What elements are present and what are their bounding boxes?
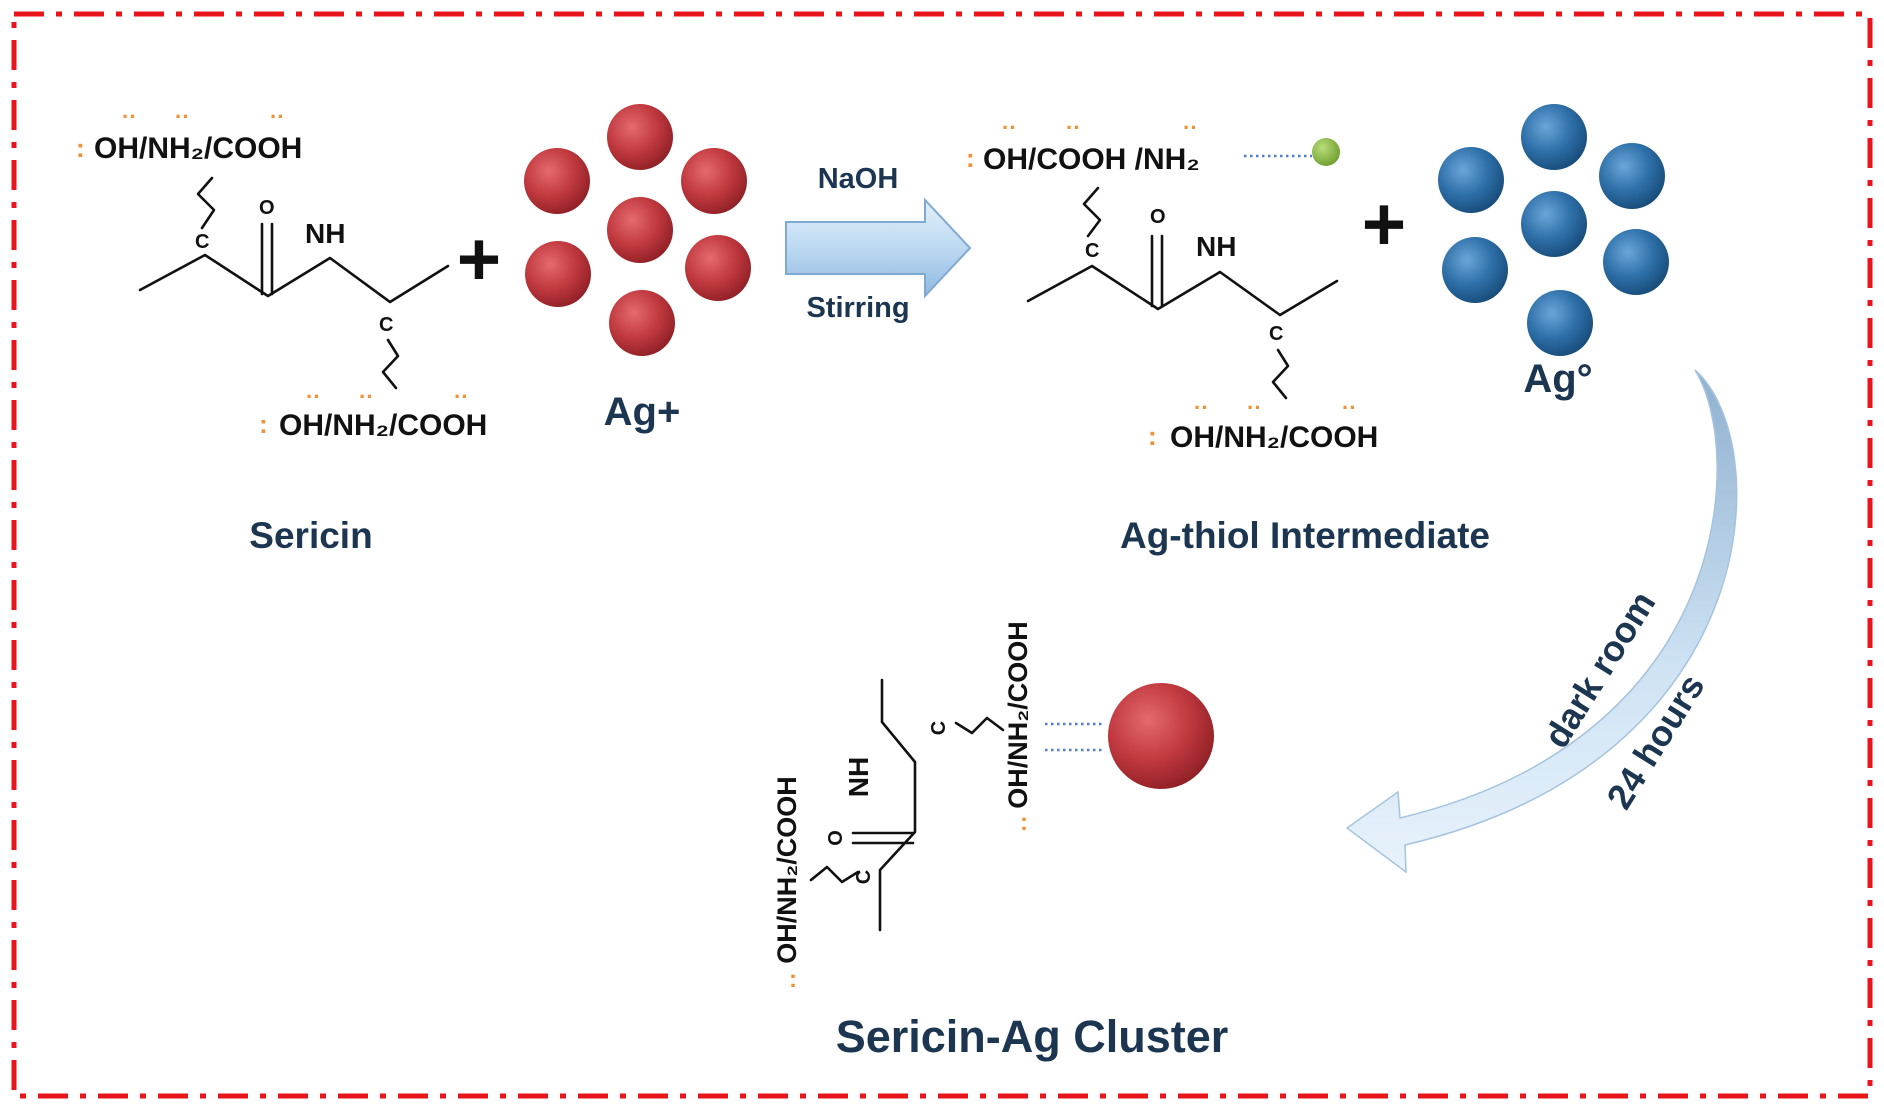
lone-pair-dots: ·· (454, 384, 469, 409)
intermediate-bottom-group: OH/NH₂/COOH (1170, 421, 1378, 454)
lone-pair-dots: ·· (1002, 115, 1017, 140)
lone-pair-dots: : (76, 133, 85, 163)
intermediate-top-group: OH/COOH /NH₂ (983, 143, 1200, 176)
green-sphere (1312, 138, 1340, 166)
ag-ion-sphere (685, 235, 751, 301)
intermediate-label: Ag-thiol Intermediate (1120, 515, 1490, 556)
lone-pair-dots: : (1020, 809, 1028, 836)
sericin-carbon-bottom: C (379, 314, 393, 336)
lone-pair-dots: ·· (1066, 115, 1081, 140)
cluster-left-group: OH/NH₂/COOH (772, 776, 802, 964)
ag-ion-sphere (607, 104, 673, 170)
ag-zero-sphere (1438, 147, 1504, 213)
ag-ion-sphere (681, 148, 747, 214)
plus-sign-1: + (457, 217, 501, 302)
ag-ion-sphere (609, 290, 675, 356)
lone-pair-dots: : (966, 143, 975, 173)
cluster-molecule: O NH C C OH/NH₂/COOH OH/NH₂/COOH : : (772, 621, 1214, 993)
cluster-oxygen: O (825, 830, 847, 846)
ag-ion-sphere (525, 241, 591, 307)
ag-zero-sphere (1527, 290, 1593, 356)
arrow-top-label: NaOH (818, 163, 899, 195)
arrow-bottom-label: Stirring (806, 292, 909, 324)
intermediate-molecule: : ·· ·· ·· OH/COOH /NH₂ C O NH C : ·· ··… (966, 115, 1378, 454)
dashed-border (11, 11, 1873, 1099)
sericin-amine: NH (305, 218, 345, 249)
lone-pair-dots: ·· (175, 104, 190, 129)
lone-pair-dots: ·· (306, 384, 321, 409)
cluster-right-group: OH/NH₂/COOH (1003, 621, 1033, 809)
ag-cluster-sphere (1108, 683, 1214, 789)
ag-ion-sphere (524, 148, 590, 214)
lone-pair-dots: : (259, 409, 268, 439)
cluster-carbon-top: C (928, 721, 950, 735)
lone-pair-dots: : (1148, 421, 1157, 451)
sericin-label: Sericin (249, 515, 372, 556)
lone-pair-dots: ·· (1183, 115, 1198, 140)
sericin-carbon-top: C (195, 231, 209, 253)
ag-ion-cluster (524, 104, 751, 356)
lone-pair-dots: ·· (1194, 395, 1209, 420)
lone-pair-dots: : (789, 966, 797, 993)
ag-zero-sphere (1599, 143, 1665, 209)
lone-pair-dots: ·· (122, 104, 137, 129)
ag-zero-sphere (1603, 229, 1669, 295)
lone-pair-dots: ·· (270, 104, 285, 129)
ag-zero-cluster (1438, 104, 1669, 356)
ag-ion-label: Ag+ (604, 390, 681, 434)
lone-pair-dots: ·· (359, 384, 374, 409)
intermediate-amine: NH (1196, 231, 1236, 262)
curved-arrow (1345, 369, 1738, 874)
ag-zero-sphere (1521, 104, 1587, 170)
sericin-oxygen: O (259, 197, 275, 219)
ag-zero-sphere (1521, 191, 1587, 257)
ag-zero-sphere (1442, 237, 1508, 303)
ag-ion-sphere (607, 197, 673, 263)
reaction-arrow (785, 197, 972, 299)
sericin-bottom-group: OH/NH₂/COOH (279, 409, 487, 442)
sericin-molecule: : ·· ·· ·· OH/NH₂/COOH C O NH C : ·· ·· … (76, 104, 487, 442)
ag-zero-label: Ag° (1523, 357, 1592, 401)
plus-sign-2: + (1362, 182, 1406, 267)
lone-pair-dots: ·· (1342, 395, 1357, 420)
cluster-amine: NH (843, 757, 874, 797)
cluster-carbon-bottom: C (853, 870, 875, 884)
lone-pair-dots: ·· (1247, 395, 1262, 420)
intermediate-carbon-bottom: C (1269, 323, 1283, 345)
intermediate-carbon-top: C (1085, 240, 1099, 262)
sericin-top-group: OH/NH₂/COOH (94, 132, 302, 165)
intermediate-oxygen: O (1150, 206, 1166, 228)
cluster-label: Sericin-Ag Cluster (836, 1011, 1229, 1062)
